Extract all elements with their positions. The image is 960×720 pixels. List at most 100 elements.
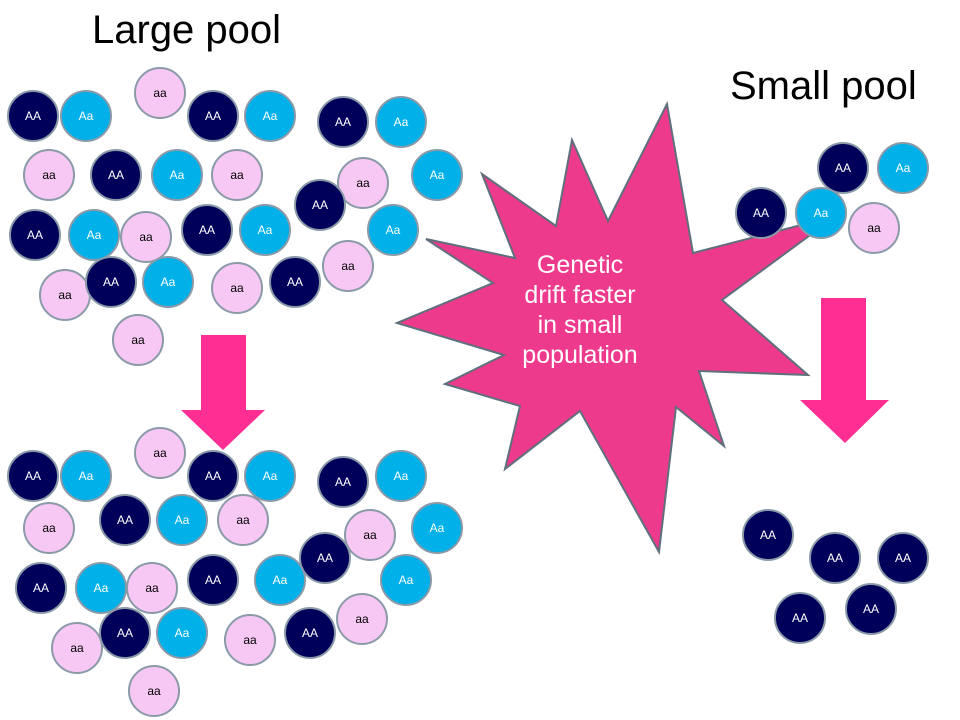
- allele-label: aa: [363, 528, 377, 542]
- allele-label: aa: [153, 446, 167, 460]
- allele-label: AA: [835, 161, 851, 175]
- allele-label: AA: [25, 469, 41, 483]
- allele-label: aa: [153, 86, 167, 100]
- allele-label: aa: [145, 581, 159, 595]
- allele-label: aa: [867, 221, 881, 235]
- allele-circle-aa: [817, 142, 869, 194]
- allele-circle-aa: [181, 204, 233, 256]
- allele-circle-aa: [284, 607, 336, 659]
- allele-label: aa: [131, 333, 145, 347]
- allele-circle-aa: [23, 149, 75, 201]
- allele-label: AA: [199, 223, 215, 237]
- allele-circle-aa: [742, 509, 794, 561]
- allele-label: Aa: [430, 521, 445, 535]
- allele-circle-aa: [774, 592, 826, 644]
- allele-label: AA: [287, 275, 303, 289]
- allele-circle-aa: [187, 554, 239, 606]
- allele-circle-aa-het: [375, 450, 427, 502]
- allele-label: AA: [33, 581, 49, 595]
- allele-circle-aa-het: [156, 494, 208, 546]
- allele-circle-aa-het: [60, 90, 112, 142]
- allele-label: AA: [335, 475, 351, 489]
- allele-label: Aa: [79, 109, 94, 123]
- allele-circle-aa-het: [142, 256, 194, 308]
- allele-label: Aa: [175, 626, 190, 640]
- allele-label: aa: [70, 641, 84, 655]
- allele-circle-aa-het: [411, 502, 463, 554]
- allele-circle-aa: [85, 256, 137, 308]
- allele-circle-aa: [90, 149, 142, 201]
- allele-circle-aa: [134, 427, 186, 479]
- allele-circle-aa: [336, 593, 388, 645]
- allele-circle-aa: [217, 494, 269, 546]
- allele-label: AA: [117, 513, 133, 527]
- allele-circle-aa: [211, 262, 263, 314]
- callout-text: Genetic drift faster in small population: [480, 250, 680, 370]
- allele-label: Aa: [386, 223, 401, 237]
- allele-label: AA: [863, 602, 879, 616]
- callout-line-3: in small: [537, 311, 623, 339]
- allele-label: Aa: [896, 161, 911, 175]
- allele-circle-aa: [299, 532, 351, 584]
- allele-label: aa: [243, 633, 257, 647]
- allele-circle-aa-het: [239, 204, 291, 256]
- burst-shape: [394, 100, 837, 556]
- allele-circle-aa: [269, 256, 321, 308]
- allele-circle-aa-het: [254, 554, 306, 606]
- allele-circle-aa: [99, 607, 151, 659]
- allele-circle-aa-het: [375, 96, 427, 148]
- allele-label: AA: [103, 275, 119, 289]
- allele-label: Aa: [263, 469, 278, 483]
- allele-label: Aa: [814, 206, 829, 220]
- arrow-down-left: [181, 335, 265, 450]
- allele-circle-aa: [15, 562, 67, 614]
- allele-circle-aa: [735, 187, 787, 239]
- allele-circle-aa: [845, 583, 897, 635]
- allele-label: Aa: [394, 469, 409, 483]
- allele-circle-aa: [211, 149, 263, 201]
- allele-label: aa: [147, 684, 161, 698]
- allele-label: AA: [317, 551, 333, 565]
- allele-label: Aa: [399, 573, 414, 587]
- allele-circle-aa-het: [795, 187, 847, 239]
- allele-label: AA: [25, 109, 41, 123]
- allele-label: Aa: [87, 228, 102, 242]
- allele-label: Aa: [263, 109, 278, 123]
- allele-circle-aa: [848, 202, 900, 254]
- allele-label: aa: [42, 168, 56, 182]
- allele-label: Aa: [175, 513, 190, 527]
- allele-circle-aa: [112, 314, 164, 366]
- allele-label: AA: [895, 551, 911, 565]
- small-pool-title: Small pool: [730, 64, 917, 108]
- allele-circle-aa: [344, 509, 396, 561]
- allele-circle-aa: [317, 456, 369, 508]
- allele-circle-aa: [9, 209, 61, 261]
- allele-circle-aa: [7, 450, 59, 502]
- allele-label: Aa: [94, 581, 109, 595]
- allele-label: Aa: [161, 275, 176, 289]
- allele-circle-aa: [128, 665, 180, 717]
- allele-label: aa: [230, 281, 244, 295]
- allele-circle-aa: [809, 532, 861, 584]
- allele-label: aa: [42, 521, 56, 535]
- allele-label: AA: [753, 206, 769, 220]
- allele-circle-aa: [294, 179, 346, 231]
- allele-label: AA: [117, 626, 133, 640]
- callout-line-1: Genetic: [536, 251, 624, 279]
- allele-label: AA: [302, 626, 318, 640]
- allele-circle-aa-het: [877, 142, 929, 194]
- allele-label: AA: [827, 551, 843, 565]
- allele-circle-aa: [187, 450, 239, 502]
- allele-circle-aa: [322, 240, 374, 292]
- burst-callout: [394, 100, 837, 556]
- allele-circle-aa-het: [156, 607, 208, 659]
- allele-label: Aa: [79, 469, 94, 483]
- allele-circle-aa: [134, 67, 186, 119]
- allele-circle-aa: [337, 157, 389, 209]
- allele-label: Aa: [273, 573, 288, 587]
- allele-label: AA: [205, 469, 221, 483]
- allele-label: AA: [792, 611, 808, 625]
- allele-label: Aa: [258, 223, 273, 237]
